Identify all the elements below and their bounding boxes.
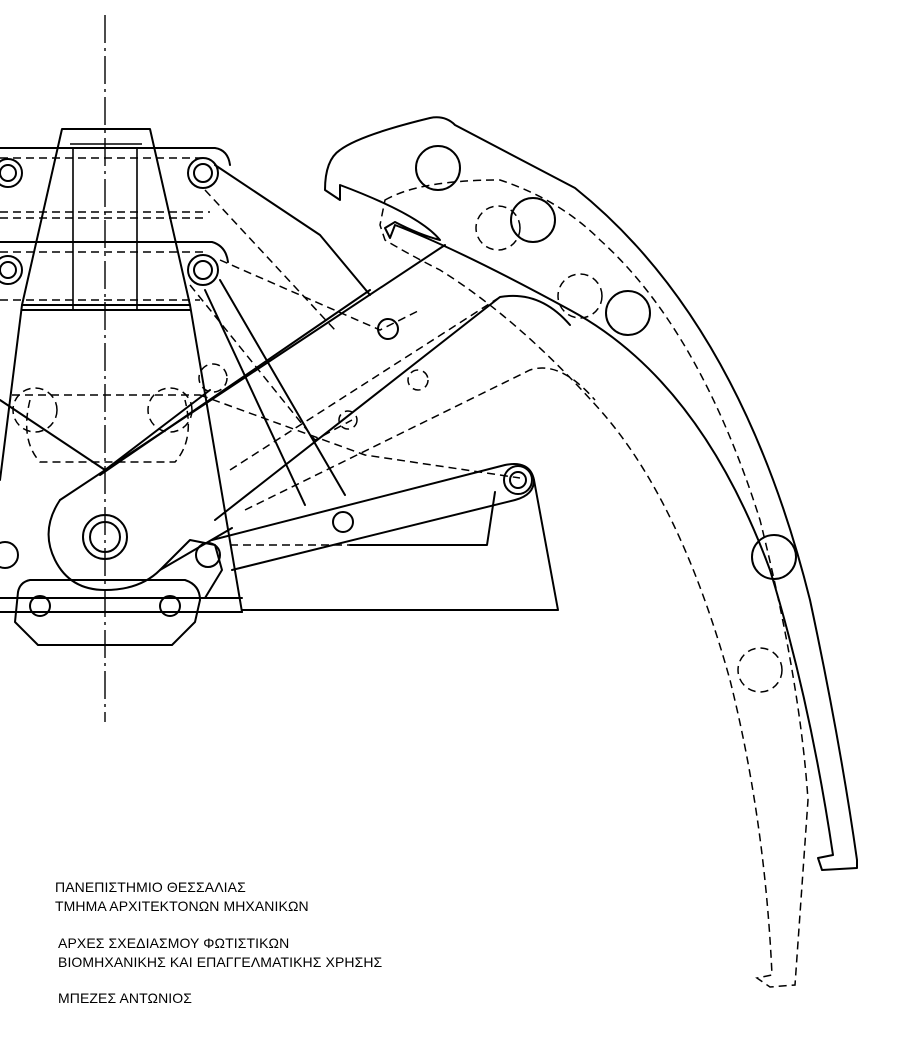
central-hub: [47, 244, 446, 591]
upper-rails: [0, 147, 231, 311]
left-pivots: [0, 158, 23, 569]
jaw-dashed: [379, 179, 809, 988]
lower-link: [211, 463, 559, 611]
upper-arms: [189, 164, 429, 506]
housing-pivots: [187, 157, 228, 568]
main-strut: [99, 289, 596, 521]
top-housing: [21, 128, 191, 310]
jaw-solid: [324, 116, 858, 871]
base-plate: [0, 539, 243, 646]
